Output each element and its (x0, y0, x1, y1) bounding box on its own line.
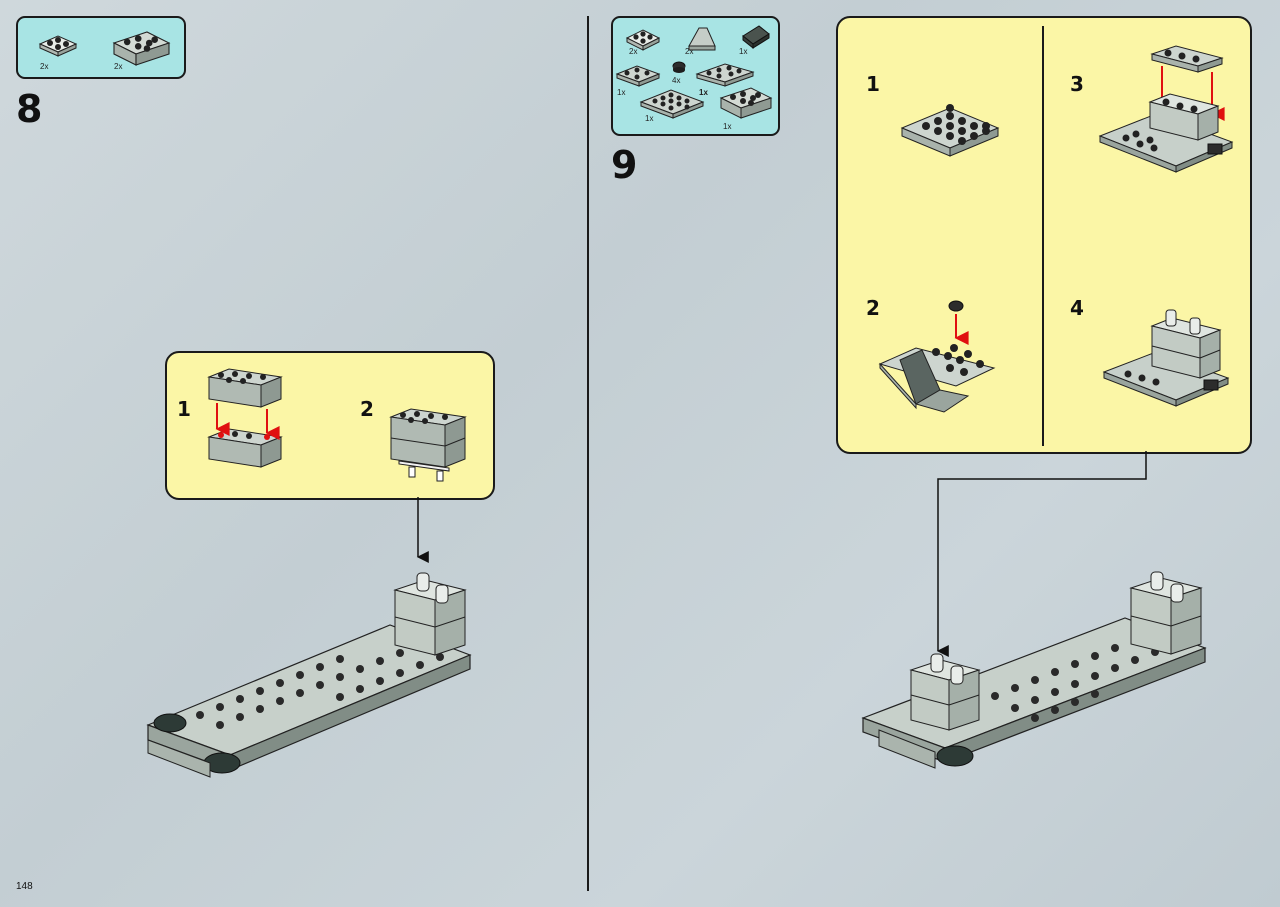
part-qty: 1x (617, 88, 626, 97)
plate-4x4-icon (639, 89, 705, 119)
plate-2x2-with-pins-icon (38, 35, 78, 57)
brick-pair-with-pins-illustration (389, 408, 467, 482)
part-qty: 4x (672, 76, 681, 85)
part-qty: 1x (739, 47, 748, 56)
plate-2x3-icon (615, 65, 661, 87)
parts-callout-step-9: 2x 2x 1x 1x 4x 1x (611, 16, 780, 136)
plate-2x2-with-pins-icon (625, 29, 661, 51)
page-divider (587, 16, 589, 891)
chassis-assembly-with-towers-illustration (861, 571, 1207, 769)
substep-number: 2 (360, 397, 374, 421)
substep-number: 3 (1070, 72, 1084, 96)
substep-callout-step-9: 1 2 3 (836, 16, 1252, 454)
part-qty: 1x (699, 88, 708, 97)
substep-number: 2 (866, 296, 880, 320)
round-plate-1x1-icon (672, 61, 686, 73)
brick-stack-assembly-illustration (207, 368, 283, 468)
dark-slope-icon (742, 25, 770, 50)
part-qty: 2x (685, 47, 694, 56)
callout-arrow (416, 497, 429, 563)
completed-sub-assembly-illustration (1102, 309, 1230, 407)
callout-connector-arrow (936, 451, 1147, 657)
parts-callout-step-8: 2x 2x (16, 16, 186, 79)
part-qty: 2x (40, 62, 49, 71)
part-qty: 1x (723, 122, 732, 131)
brick-2x4-icon (720, 87, 772, 119)
slope-brick-icon (688, 27, 716, 51)
slope-and-round-plate-illustration (878, 300, 996, 413)
substep-divider (1042, 26, 1044, 446)
part-qty: 1x (645, 114, 654, 123)
part-qty: 2x (629, 47, 638, 56)
substep-number: 1 (866, 72, 880, 96)
substep-callout-step-8: 1 2 (165, 351, 495, 500)
page-number: 148 (16, 881, 33, 892)
plate-4x4-illustration (900, 104, 1000, 157)
plate-2x4-icon (695, 63, 755, 87)
substep-number: 4 (1070, 296, 1084, 320)
chassis-assembly-illustration (146, 572, 472, 778)
substep-number: 1 (177, 397, 191, 421)
brick-2x4-icon (113, 31, 170, 66)
brick-on-plate-assembly-illustration (1098, 45, 1234, 173)
step-number: 8 (16, 87, 43, 131)
part-qty: 2x (114, 62, 123, 71)
step-number: 9 (611, 143, 638, 187)
